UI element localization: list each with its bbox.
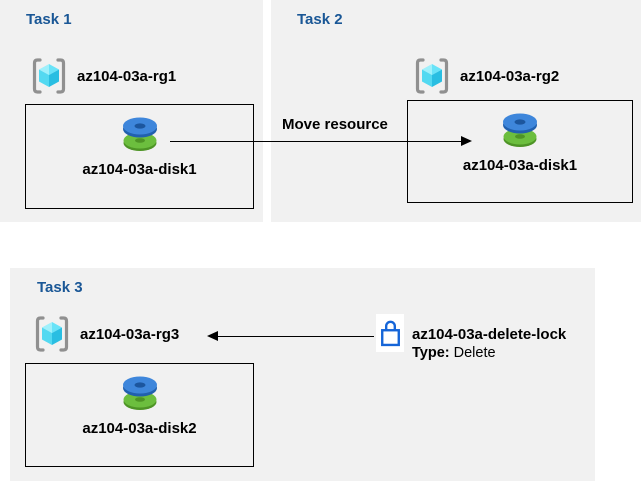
- task2-panel: Task 2 az104-03a-rg2 az104-03a-disk: [271, 0, 641, 222]
- task3-disk-box: az104-03a-disk2: [25, 363, 254, 467]
- task2-resource-group: az104-03a-rg2: [413, 55, 559, 97]
- delete-lock-chip: [376, 314, 404, 352]
- disk-icon: [122, 117, 157, 151]
- task1-disk-label: az104-03a-disk1: [82, 161, 197, 178]
- task3-panel: Task 3 az104-03a-rg3 az104-03a-delete-lo: [10, 268, 595, 481]
- delete-lock-name: az104-03a-delete-lock: [412, 326, 567, 343]
- task1-rg-label: az104-03a-rg1: [77, 67, 177, 85]
- lock-arrow-head-icon: [207, 331, 218, 341]
- resource-group-icon: [35, 316, 69, 352]
- task3-title: Task 3: [37, 279, 83, 296]
- task2-title: Task 2: [297, 11, 343, 28]
- task1-panel: Task 1 az104-03a-rg1 az104-03a-disk: [0, 0, 263, 222]
- lock-icon: [380, 320, 400, 347]
- lock-arrow-line: [216, 336, 374, 337]
- task1-resource-group: az104-03a-rg1: [30, 55, 176, 97]
- resource-group-icon: [415, 58, 449, 94]
- delete-lock-type: Type: Delete: [412, 344, 566, 362]
- task3-resource-group: az104-03a-rg3: [33, 313, 179, 355]
- disk-icon: [122, 376, 157, 410]
- lock-type-value: Delete: [453, 345, 496, 361]
- task1-title: Task 1: [26, 11, 72, 28]
- task2-rg-label: az104-03a-rg2: [460, 67, 560, 85]
- delete-lock-text: az104-03a-delete-lock Type: Delete: [412, 326, 566, 362]
- task1-disk-box: az104-03a-disk1: [25, 104, 254, 209]
- task2-disk-box: az104-03a-disk1: [407, 100, 633, 203]
- move-resource-label: Move resource: [282, 116, 388, 133]
- resource-group-icon: [32, 58, 66, 94]
- task3-disk-label: az104-03a-disk2: [82, 420, 197, 437]
- move-arrow-head-icon: [461, 136, 472, 146]
- task2-disk-label: az104-03a-disk1: [462, 157, 578, 174]
- lock-type-label: Type:: [412, 345, 450, 361]
- task3-rg-label: az104-03a-rg3: [80, 325, 180, 343]
- move-arrow-line: [170, 141, 462, 142]
- disk-icon: [503, 113, 537, 147]
